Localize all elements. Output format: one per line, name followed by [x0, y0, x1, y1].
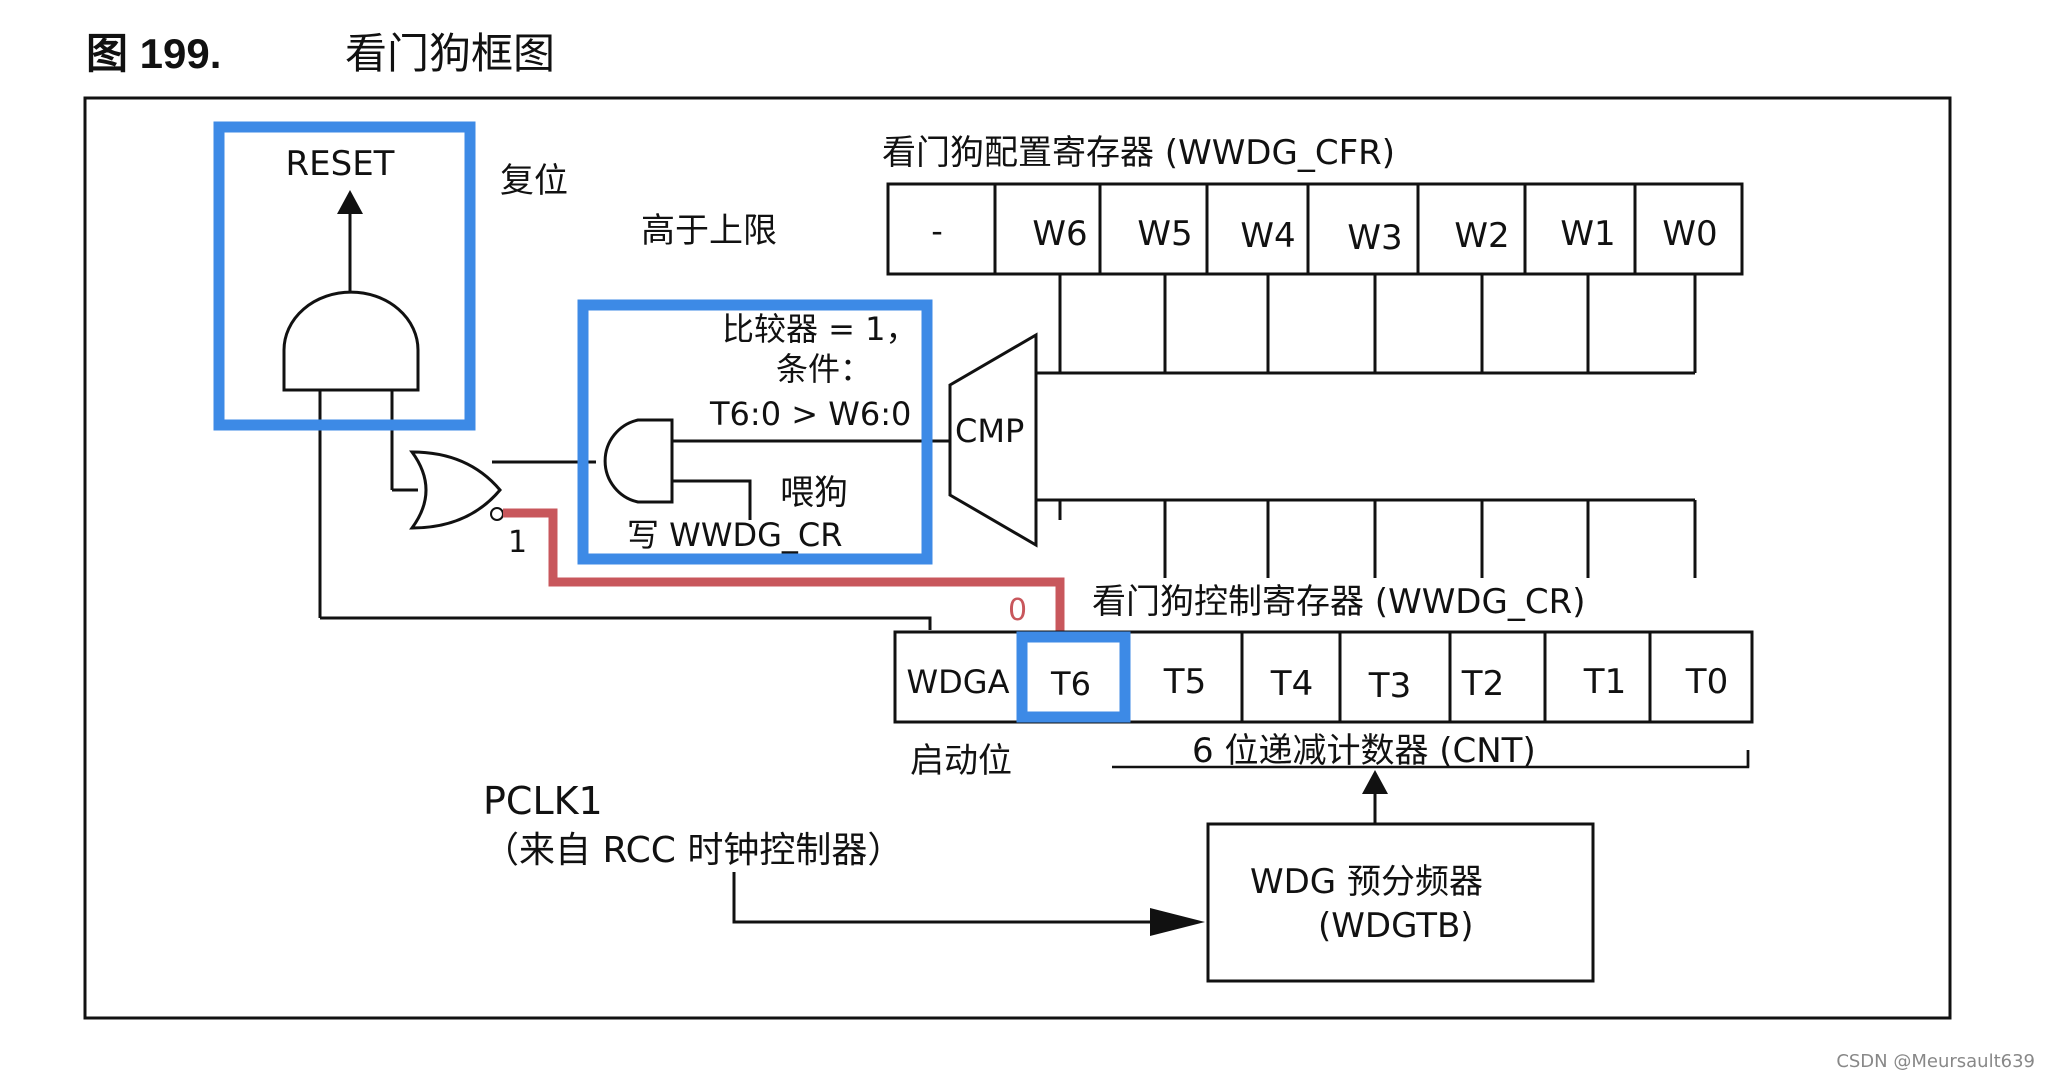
or-input-1-label: 1: [508, 525, 527, 560]
enable-bit-label: 启动位: [910, 741, 1012, 781]
prescaler-box: [1206, 822, 1595, 983]
figure-label: 图 199.: [86, 30, 221, 77]
comparator-highlight-box: [577, 299, 933, 565]
clock-wire: [732, 872, 1170, 924]
cr-register-box: [893, 630, 1754, 724]
cr-register-title: 看门狗控制寄存器 (WWDG_CR): [1092, 582, 1585, 622]
wdga-feedback-wire: [320, 616, 932, 630]
cfr-bit-label: W6: [1032, 214, 1087, 254]
cfr-bit-label: W5: [1137, 214, 1192, 254]
cmp-comparator: [948, 332, 1038, 548]
t6-signal-value-label: 0: [1008, 593, 1027, 628]
prescaler-arrow-head: [1362, 770, 1388, 794]
prescaler-line2: (WDGTB): [1318, 906, 1474, 946]
cfr-bit-label: W0: [1662, 214, 1717, 254]
cmp-label: CMP: [955, 412, 1024, 450]
cfr-bit-label: -: [931, 212, 943, 250]
cfr-bit-cells: - W6 W5 W4 W3 W2 W1 W0: [931, 212, 1717, 258]
cr-to-cmp-bus: [1036, 498, 1697, 578]
or-gate-inverter-bubble: [490, 507, 504, 521]
reset-label: RESET: [286, 144, 395, 184]
cfr-to-cmp-bus: [1036, 274, 1697, 375]
cr-bit-label: WDGA: [907, 663, 1010, 701]
feed-and-gate: [603, 418, 674, 504]
counter-label: 6 位递减计数器 (CNT): [1192, 731, 1536, 771]
comparator-condition-line3: T6:0 > W6:0: [709, 395, 911, 433]
cfr-bit-label: W2: [1454, 216, 1509, 256]
cfr-register-box: [886, 182, 1744, 276]
or-gate: [409, 450, 502, 530]
cr-bit-label: T3: [1368, 666, 1411, 706]
figure-title: 看门狗框图: [345, 29, 555, 78]
cr-bit-label: T6: [1050, 665, 1091, 703]
feed-input-wire: [672, 479, 752, 520]
cfr-bit-label: W3: [1347, 218, 1402, 258]
cr-bit-label: T0: [1685, 662, 1728, 702]
figure-frame: [83, 96, 1952, 1020]
cr-bit-label: T5: [1163, 662, 1206, 702]
reset-side-label: 复位: [500, 161, 568, 201]
cfr-bit-label: W1: [1560, 214, 1615, 254]
upper-limit-label: 高于上限: [641, 211, 777, 251]
prescaler-line1: WDG 预分频器: [1250, 862, 1483, 902]
clock-name: PCLK1: [483, 779, 603, 823]
cfr-bit-label: W4: [1240, 216, 1295, 256]
cfr-register-title: 看门狗配置寄存器 (WWDG_CFR): [882, 133, 1395, 173]
clock-source: （来自 RCC 时钟控制器）: [483, 830, 903, 871]
cr-bit-label: T1: [1583, 662, 1626, 702]
reset-arrow-head: [337, 190, 363, 214]
cr-bit-label: T2: [1461, 664, 1504, 704]
write-wwdg-cr-label: 写 WWDG_CR: [627, 516, 842, 554]
cr-bit-label: T4: [1270, 664, 1313, 704]
cfr-bit-dividers: [993, 184, 1637, 274]
reset-highlight-box: [213, 121, 476, 431]
clock-arrow-head: [1150, 908, 1205, 936]
t6-signal-path: [503, 508, 1065, 635]
t6-highlight-box: [1016, 631, 1131, 723]
watermark: CSDN @Meursault639: [1836, 1051, 2035, 1072]
comparator-condition-line2: 条件：: [776, 350, 872, 388]
cr-bit-cells: WDGA T6 T5 T4 T3 T2 T1 T0: [907, 662, 1729, 706]
feed-label: 喂狗: [780, 473, 848, 513]
comparator-condition-line1: 比较器 = 1，: [722, 310, 918, 348]
reset-and-gate: [282, 290, 420, 392]
